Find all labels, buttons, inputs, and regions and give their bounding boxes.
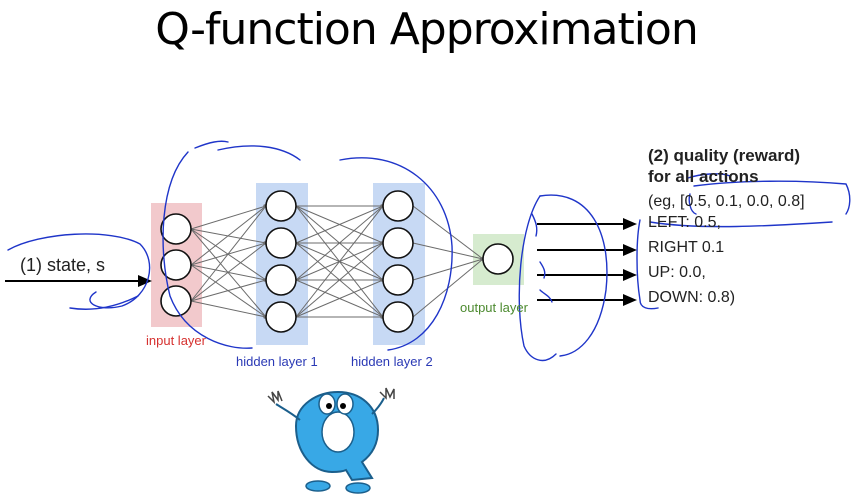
state-input-label: (1) state, s xyxy=(20,255,106,275)
hidden-layer-2-label: hidden layer 2 xyxy=(351,354,433,369)
neurons xyxy=(160,190,514,333)
network-edge xyxy=(295,205,384,244)
network-edge xyxy=(295,205,384,318)
network-edge xyxy=(412,205,484,260)
network-edge xyxy=(295,279,384,318)
hidden1-neuron xyxy=(265,301,297,333)
network-edge xyxy=(190,242,267,302)
hidden1-neuron xyxy=(265,190,297,222)
slide-title: Q-function Approximation xyxy=(155,4,698,55)
input-neuron xyxy=(160,285,192,317)
network-edge xyxy=(190,300,267,318)
network-edge xyxy=(190,205,267,266)
network-edge xyxy=(412,242,484,260)
output-layer-label: output layer xyxy=(460,300,528,315)
input-neuron xyxy=(160,249,192,281)
quality-example: (eg, [0.5, 0.1, 0.0, 0.8] xyxy=(648,193,805,210)
action-left: LEFT: 0.5, xyxy=(648,214,721,231)
output-neuron xyxy=(482,243,514,275)
network-edge xyxy=(190,205,267,302)
handwritten-annotations xyxy=(7,140,851,362)
action-right: RIGHT 0.1 xyxy=(648,239,725,256)
hidden2-neuron xyxy=(382,264,414,296)
input-layer-label: input layer xyxy=(146,333,206,348)
network-edge xyxy=(190,279,267,302)
hidden-layer-1-label: hidden layer 1 xyxy=(236,354,318,369)
hidden2-neuron xyxy=(382,301,414,333)
action-down: DOWN: 0.8) xyxy=(648,289,736,306)
input-neuron xyxy=(160,213,192,245)
q-mascot-illustration xyxy=(267,387,395,494)
connection-edges xyxy=(190,204,484,319)
hidden1-neuron xyxy=(265,227,297,259)
hidden2-neuron xyxy=(382,190,414,222)
hidden1-neuron xyxy=(265,264,297,296)
network-edge xyxy=(295,242,384,318)
hidden2-neuron xyxy=(382,227,414,259)
quality-heading-line-2: for all actions xyxy=(648,167,759,186)
state-input-arrowhead xyxy=(138,275,152,287)
network-edge xyxy=(190,205,267,230)
action-arrows xyxy=(537,218,637,306)
quality-heading: (2) quality (reward) for all actions xyxy=(648,145,800,187)
action-up: UP: 0.0, xyxy=(648,264,706,281)
network-edge xyxy=(295,205,384,281)
network-edge xyxy=(412,258,484,281)
quality-heading-line-1: (2) quality (reward) xyxy=(648,146,801,165)
